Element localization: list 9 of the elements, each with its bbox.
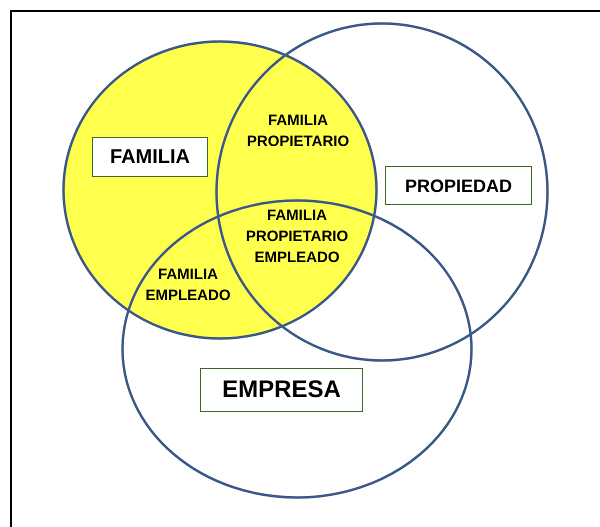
region-label: FAMILIA PROPIETARIO: [246, 111, 350, 152]
region-label: FAMILIA EMPLEADO: [144, 265, 232, 306]
label-box: [385, 166, 532, 205]
circle-title: PROPIEDAD: [404, 176, 512, 194]
label-box: [200, 368, 363, 412]
region-label: FAMILIA PROPIETARIO EMPLEADO: [244, 206, 350, 268]
circle-title: FAMILIA: [110, 147, 190, 167]
circle-title: EMPRESA: [222, 378, 341, 402]
label-box: [92, 137, 208, 177]
